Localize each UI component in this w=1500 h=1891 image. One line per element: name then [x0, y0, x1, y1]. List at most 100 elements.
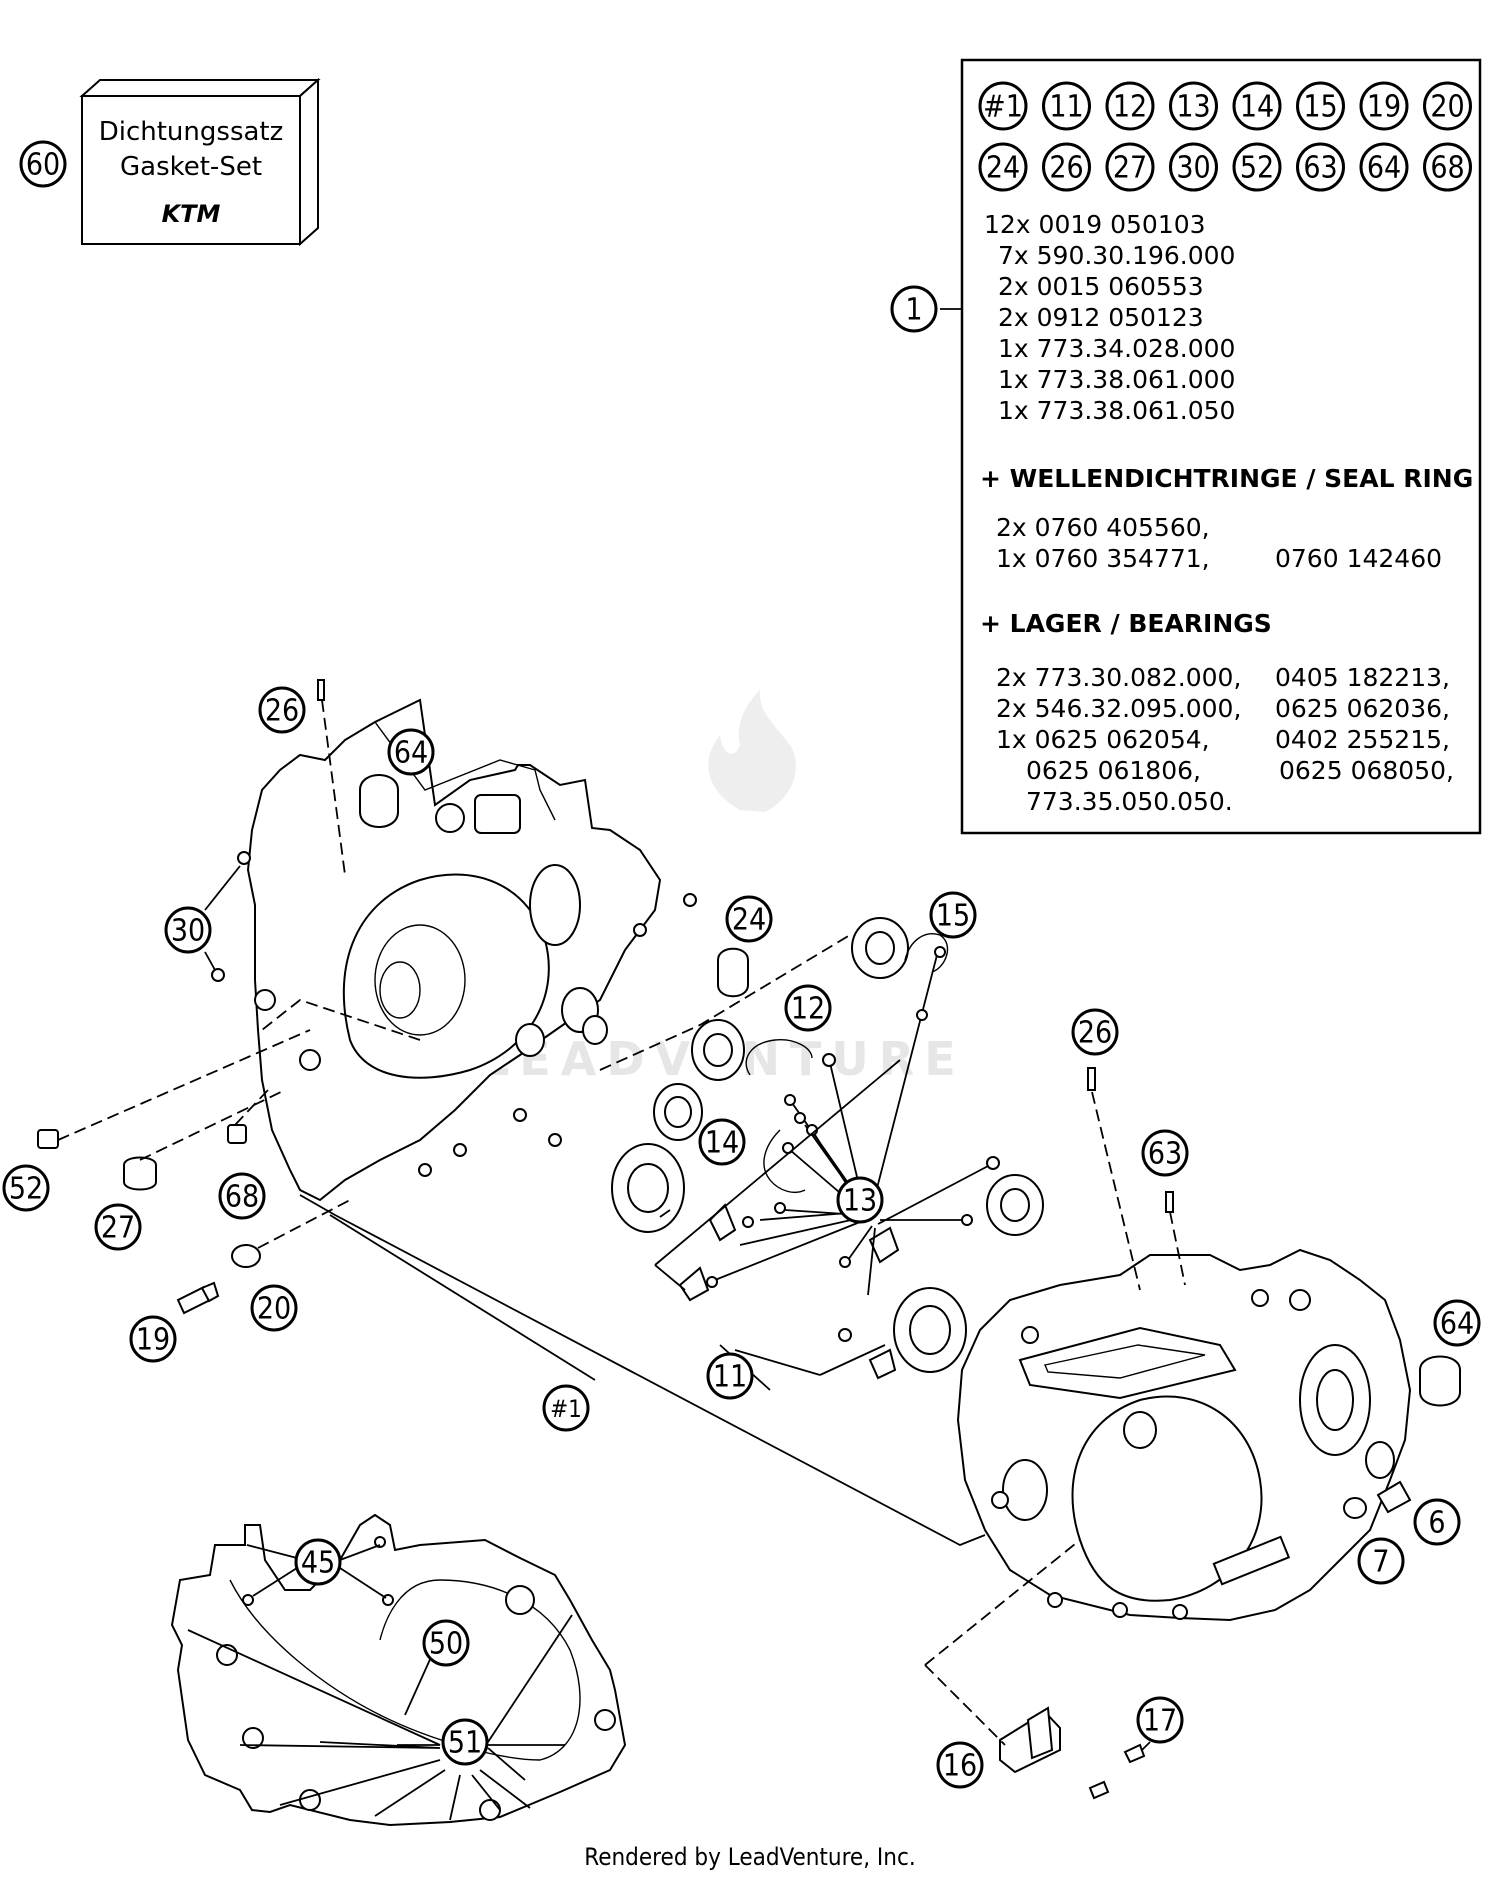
- included-row-1: #1 11 12 13 14 15 19 20: [978, 81, 1472, 131]
- right-crankcase-half: [956, 1248, 1412, 1622]
- included-part-callout[interactable]: 52: [1232, 142, 1282, 192]
- callout-26-left[interactable]: 26: [258, 686, 306, 734]
- included-part-callout[interactable]: 11: [1042, 81, 1091, 131]
- callout-45[interactable]: 45: [294, 1538, 342, 1586]
- leaders-13: [714, 954, 991, 1296]
- callout-20[interactable]: 20: [250, 1284, 298, 1332]
- bearing-15-top: [851, 917, 909, 979]
- bearings-group: [611, 917, 1044, 1380]
- screw-19-head: [200, 1281, 220, 1303]
- bearing-line-left: 1x 0625 062054,: [996, 725, 1210, 754]
- svg-text:68: 68: [225, 1180, 259, 1215]
- svg-text:45: 45: [301, 1546, 335, 1581]
- svg-text:20: 20: [257, 1292, 291, 1327]
- callout-52[interactable]: 52: [2, 1164, 50, 1212]
- gasket-dot-3: [374, 1536, 386, 1548]
- svg-text:27: 27: [101, 1211, 135, 1246]
- right-case-gasket-inner: [1044, 1344, 1206, 1379]
- callout-15[interactable]: 15: [929, 891, 977, 939]
- included-part-callout[interactable]: 13: [1169, 81, 1218, 131]
- bearing-main-right: [893, 1287, 967, 1373]
- callout-64-left[interactable]: 64: [387, 728, 435, 776]
- leaders-45: [246, 1544, 387, 1599]
- callout-51[interactable]: 51: [441, 1718, 489, 1766]
- bearing-line-left: 2x 546.32.095.000,: [996, 694, 1241, 723]
- included-part-label: 30: [1176, 151, 1210, 186]
- included-part-callout[interactable]: 14: [1232, 81, 1282, 131]
- gasket-dot-1: [242, 1594, 254, 1606]
- screw-13i: [839, 1256, 851, 1268]
- callout-6[interactable]: 6: [1413, 1498, 1461, 1546]
- callout-1[interactable]: 1: [890, 285, 938, 333]
- included-part-label: 15: [1303, 90, 1337, 125]
- left-case-bore-a: [529, 864, 581, 946]
- stud-63: [1165, 1191, 1174, 1213]
- callout-16[interactable]: 16: [936, 1741, 984, 1789]
- included-part-callout[interactable]: 30: [1169, 142, 1218, 192]
- callout-26-right[interactable]: 26: [1071, 1008, 1119, 1056]
- kit-label-german: Dichtungssatz: [99, 117, 284, 147]
- svg-text:24: 24: [732, 903, 766, 938]
- included-part-callout[interactable]: 63: [1296, 142, 1345, 192]
- leader-1-case: [299, 1194, 986, 1546]
- parts-list-line: 2x 0015 060553: [998, 272, 1204, 301]
- included-part-label: 19: [1367, 90, 1401, 125]
- callout-24[interactable]: 24: [725, 895, 773, 943]
- callout-60[interactable]: 60: [19, 140, 67, 188]
- callout-64-right[interactable]: 64: [1433, 1299, 1481, 1347]
- callout-13[interactable]: 13: [836, 1176, 884, 1224]
- bushing-64b: [1419, 1355, 1461, 1407]
- callout-14[interactable]: 14: [698, 1118, 746, 1166]
- callout-50[interactable]: 50: [422, 1619, 470, 1667]
- seal-line-left: 2x 0760 405560,: [996, 513, 1210, 542]
- svg-text:64: 64: [394, 736, 428, 771]
- svg-text:17: 17: [1143, 1704, 1177, 1739]
- included-part-callout[interactable]: 27: [1105, 142, 1155, 192]
- bushing-64a: [359, 774, 399, 828]
- callout-hash1[interactable]: #1: [542, 1384, 590, 1432]
- callout-63[interactable]: 63: [1141, 1129, 1189, 1177]
- circlip-15: [904, 933, 949, 973]
- included-part-callout[interactable]: 24: [978, 142, 1028, 192]
- right-case-bolt-1: [1289, 1289, 1311, 1311]
- right-case-bolt-3: [1021, 1326, 1039, 1344]
- footer-credit: Rendered by LeadVenture, Inc.: [584, 1843, 915, 1871]
- right-case-bolt-7: [1172, 1604, 1188, 1620]
- included-part-callout[interactable]: 15: [1296, 81, 1345, 131]
- included-part-label: #1: [983, 90, 1023, 125]
- retainer-plate-a: [708, 1203, 737, 1242]
- screw-13h: [706, 1276, 718, 1288]
- callout-68[interactable]: 68: [218, 1172, 266, 1220]
- included-part-callout[interactable]: 12: [1105, 81, 1155, 131]
- included-part-callout[interactable]: 68: [1423, 142, 1472, 192]
- bearing-right-13: [986, 1174, 1044, 1236]
- gasket-hole-2: [242, 1727, 264, 1749]
- included-part-label: 13: [1176, 90, 1210, 125]
- included-part-label: 26: [1049, 151, 1083, 186]
- included-part-callout[interactable]: 26: [1042, 142, 1091, 192]
- included-part-callout[interactable]: 64: [1359, 142, 1409, 192]
- callout-11[interactable]: 11: [706, 1352, 754, 1400]
- callout-27[interactable]: 27: [94, 1203, 142, 1251]
- included-part-label: 24: [986, 151, 1020, 186]
- dash-16: [924, 1539, 1081, 1746]
- included-part-callout[interactable]: #1: [978, 81, 1028, 131]
- callout-7[interactable]: 7: [1357, 1537, 1405, 1585]
- callout-17[interactable]: 17: [1136, 1696, 1184, 1744]
- included-part-callout[interactable]: 19: [1359, 81, 1409, 131]
- dash-52: [57, 1029, 311, 1141]
- svg-text:7: 7: [1372, 1545, 1389, 1580]
- right-case-bolt-4: [991, 1491, 1009, 1509]
- parts-list-line: 2x 0912 050123: [998, 303, 1204, 332]
- bearing-line-left: 0625 061806,: [1026, 756, 1201, 785]
- bracket-11: [654, 1059, 901, 1376]
- included-part-callout[interactable]: 20: [1423, 81, 1472, 131]
- callout-19[interactable]: 19: [129, 1315, 177, 1363]
- callout-30[interactable]: 30: [164, 906, 212, 954]
- parts-list-line: 1x 773.38.061.000: [998, 365, 1235, 394]
- callout-12[interactable]: 12: [784, 984, 832, 1032]
- left-case-bore-d: [582, 1015, 608, 1045]
- bearing-line-right: 0402 255215,: [1275, 725, 1450, 754]
- plug-6: [1376, 1480, 1412, 1514]
